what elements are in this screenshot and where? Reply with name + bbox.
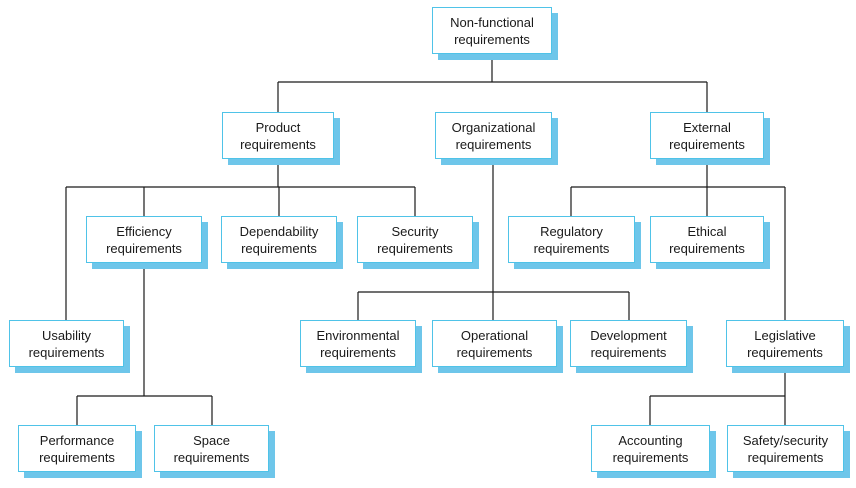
node-label-line2: requirements — [669, 136, 745, 152]
node-label-line1: External — [683, 119, 731, 135]
node-label-line2: requirements — [454, 31, 530, 47]
node-label-line2: requirements — [455, 136, 532, 152]
node-label-line1: Non-functional — [450, 14, 534, 30]
connector-legislative — [649, 367, 786, 425]
node-label-line2: requirements — [533, 240, 610, 256]
node-development-requirements: Development requirements — [570, 320, 687, 367]
node-label-line2: requirements — [173, 449, 250, 465]
node-label-line1: Operational — [460, 327, 529, 343]
node-label-line2: requirements — [320, 344, 396, 360]
node-label-line2: requirements — [241, 240, 317, 256]
node-label-line2: requirements — [456, 344, 533, 360]
node-operational-requirements: Operational requirements — [432, 320, 557, 367]
node-label-line1: Usability — [41, 327, 92, 343]
connector-product — [65, 159, 416, 320]
node-label-line2: requirements — [39, 449, 115, 465]
node-label-line1: Environmental — [316, 327, 400, 343]
node-label-line2: requirements — [106, 240, 182, 256]
node-label-line2: requirements — [747, 344, 823, 360]
node-label-line1: Ethical — [687, 223, 727, 239]
node-label-line1: Development — [590, 327, 667, 343]
connector-organizational — [357, 159, 630, 320]
node-label-line1: Legislative — [754, 327, 816, 343]
node-label-line1: Regulatory — [540, 223, 603, 239]
node-label-line1: Organizational — [451, 119, 536, 135]
node-usability-requirements: Usability requirements — [9, 320, 124, 367]
node-label-line1: Security — [391, 223, 439, 239]
node-environmental-requirements: Environmental requirements — [300, 320, 416, 367]
node-label-line1: Dependability — [239, 223, 319, 239]
node-label-line2: requirements — [669, 240, 745, 256]
node-label-line1: Safety/security — [742, 432, 829, 448]
node-label-line1: Performance — [39, 432, 115, 448]
node-label-line1: Product — [255, 119, 301, 135]
connector-root — [277, 54, 708, 112]
node-product-requirements: Product requirements — [222, 112, 334, 159]
node-external-requirements: External requirements — [650, 112, 764, 159]
connector-efficiency — [76, 263, 213, 425]
connector-external — [570, 159, 786, 320]
node-safety-security-requirements: Safety/security requirements — [727, 425, 844, 472]
node-legislative-requirements: Legislative requirements — [726, 320, 844, 367]
node-security-requirements: Security requirements — [357, 216, 473, 263]
node-label-line1: Efficiency — [116, 223, 172, 239]
node-efficiency-requirements: Efficiency requirements — [86, 216, 202, 263]
node-label-line2: requirements — [747, 449, 824, 465]
node-organizational-requirements: Organizational requirements — [435, 112, 552, 159]
node-label-line2: requirements — [377, 240, 453, 256]
node-performance-requirements: Performance requirements — [18, 425, 136, 472]
node-accounting-requirements: Accounting requirements — [591, 425, 710, 472]
node-ethical-requirements: Ethical requirements — [650, 216, 764, 263]
node-label-line2: requirements — [590, 344, 667, 360]
node-regulatory-requirements: Regulatory requirements — [508, 216, 635, 263]
node-label-line1: Space — [193, 432, 230, 448]
node-label-line1: Accounting — [618, 432, 683, 448]
node-dependability-requirements: Dependability requirements — [221, 216, 337, 263]
node-label-line2: requirements — [28, 344, 105, 360]
node-space-requirements: Space requirements — [154, 425, 269, 472]
node-non-functional-requirements: Non-functional requirements — [432, 7, 552, 54]
node-label-line2: requirements — [240, 136, 316, 152]
node-label-line2: requirements — [612, 449, 689, 465]
